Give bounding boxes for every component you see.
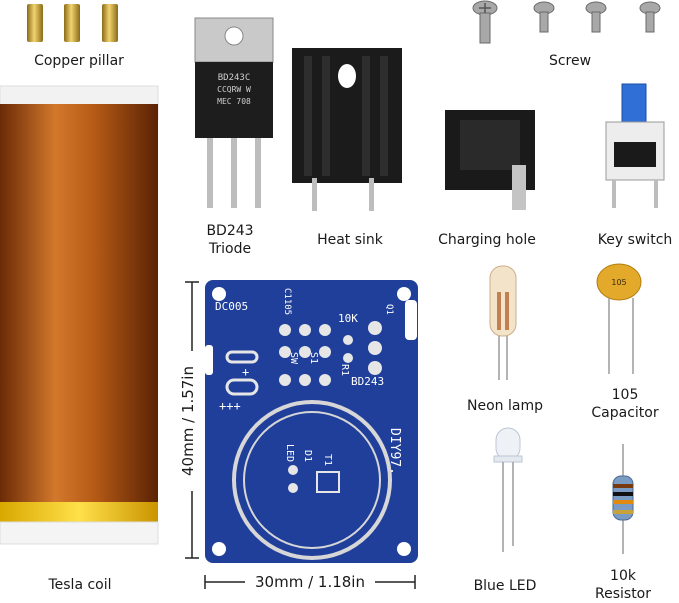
pcb-small-plus: + (242, 365, 249, 379)
resistor-image (612, 444, 634, 554)
blue-led-image (493, 427, 523, 552)
transistor-marking-3: MEC 708 (217, 97, 251, 106)
tesla-coil-label: Tesla coil (48, 577, 112, 593)
pcb-bd243: BD243 (351, 375, 384, 388)
pcb-r1: R1 (339, 364, 350, 376)
neon-lamp-image (489, 265, 517, 380)
resistor-label-line1: 10k (610, 568, 636, 584)
pcb-d1: D1 (302, 450, 313, 462)
triode-label: BD243 Triode (180, 222, 280, 258)
transistor-image: BD243C CCQRW W MEC 708 (194, 17, 274, 208)
transistor-marking: BD243C (218, 73, 251, 83)
pcb-q1: Q1 (384, 304, 394, 315)
transistor-marking-2: CCQRW W (217, 85, 251, 94)
pcb-led: LED (284, 444, 295, 462)
key-switch-label: Key switch (597, 232, 673, 248)
pcb-dc005: DC005 (215, 300, 248, 313)
pcb-c1105: C1105 (282, 288, 292, 315)
capacitor-label: 105 Capacitor (570, 386, 679, 422)
resistor-label: 10k Resistor (568, 567, 678, 603)
screws-image (472, 0, 661, 44)
pcb-plus: +++ (219, 399, 241, 413)
key-switch-image (605, 83, 665, 208)
triode-label-line1: BD243 (206, 223, 254, 239)
copper-pillars-image (27, 4, 118, 42)
neon-lamp-label: Neon lamp (467, 398, 543, 414)
width-dimension-text: 30mm / 1.18in (245, 573, 375, 591)
charging-hole-label: Charging hole (438, 232, 536, 248)
pcb-10k: 10K (338, 312, 358, 325)
resistor-label-line2: Resistor (595, 586, 651, 602)
capacitor-label-line2: Capacitor (591, 405, 659, 421)
pcb-board-image: DC005 10K BD243 +++ + C1105 Q1 SW S1 R1 … (205, 280, 418, 563)
pcb-t1: T1 (322, 454, 333, 466)
charging-hole-image (445, 110, 535, 210)
capacitor-marking: 105 (611, 278, 626, 287)
heat-sink-label: Heat sink (317, 232, 383, 248)
pcb-sw: SW (288, 352, 299, 365)
capacitor-image: 105 (596, 263, 642, 374)
screw-label: Screw (548, 53, 592, 69)
pcb-s1: S1 (308, 352, 319, 364)
capacitor-label-line1: 105 (611, 387, 639, 403)
blue-led-label: Blue LED (473, 578, 537, 594)
copper-pillar-label: Copper pillar (34, 53, 124, 69)
pcb-diy97: DIY97. (387, 428, 402, 475)
height-dimension-text: 40mm / 1.57in (179, 351, 197, 491)
tesla-coil-image (0, 85, 159, 545)
triode-label-line2: Triode (208, 241, 252, 257)
heat-sink-image (292, 48, 402, 211)
